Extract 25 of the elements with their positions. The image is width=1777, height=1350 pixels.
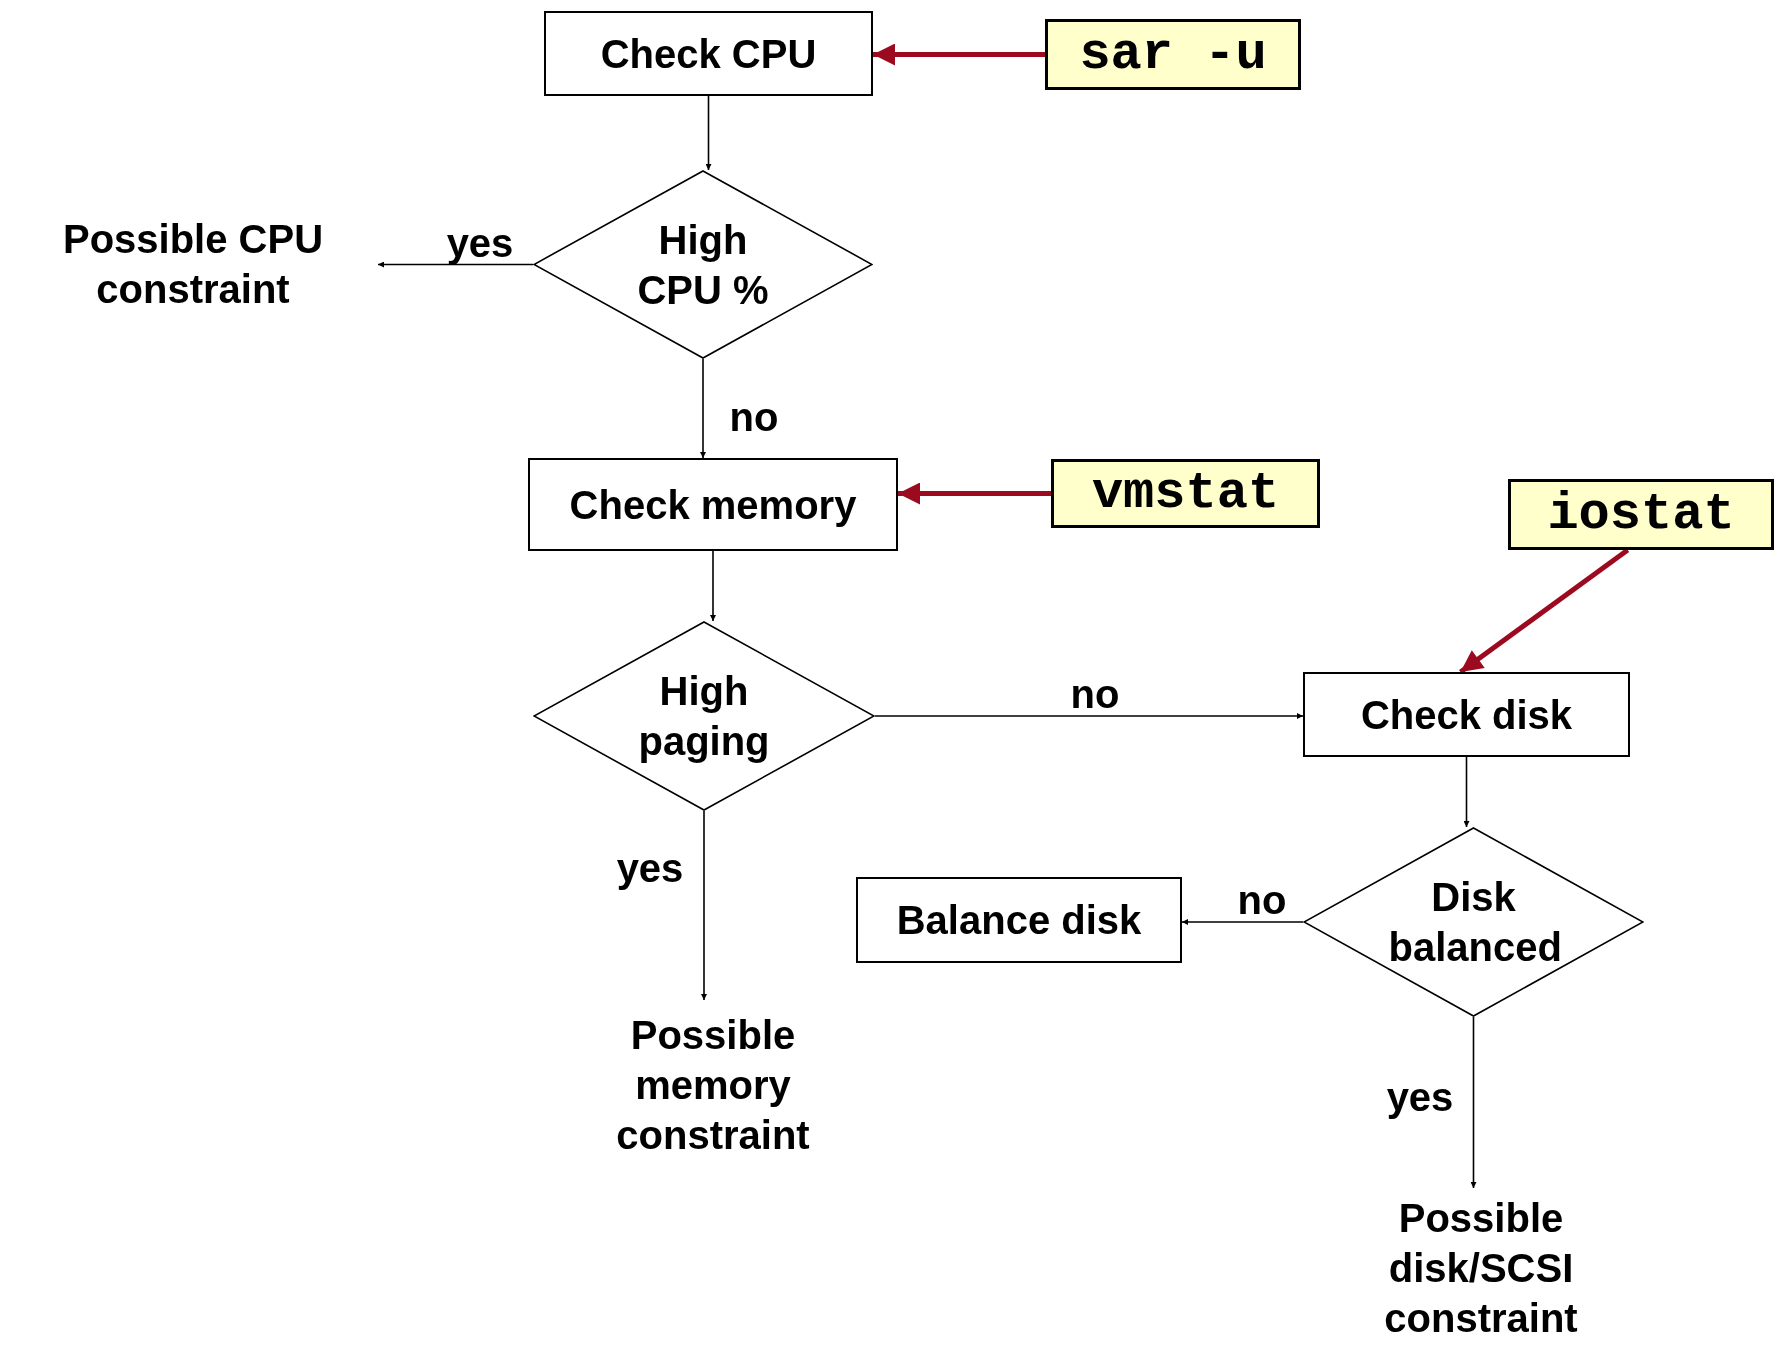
arrow	[898, 482, 1051, 505]
arrow	[710, 550, 716, 622]
decision-diamond: High CPU %	[533, 170, 873, 359]
outcome-text: Possible disk/SCSI constraint	[1350, 1188, 1612, 1348]
command-box: vmstat	[1051, 459, 1320, 528]
arrow	[701, 810, 707, 1001]
decision-diamond: High paging	[533, 621, 875, 811]
process-box: Check disk	[1303, 672, 1630, 757]
outcome-text: Possible CPU constraint	[8, 207, 378, 321]
arrow	[377, 261, 534, 268]
arrow	[1470, 1016, 1477, 1189]
arrow	[1463, 756, 1470, 828]
arrow	[1459, 548, 1630, 674]
process-box: Check memory	[528, 458, 898, 551]
arrow	[874, 713, 1304, 719]
arrow	[1181, 919, 1304, 925]
process-box: Check CPU	[544, 11, 873, 96]
arrow	[705, 95, 712, 171]
command-box: iostat	[1508, 479, 1774, 550]
process-box: Balance disk	[856, 877, 1182, 963]
command-box: sar -u	[1045, 19, 1301, 90]
arrow	[873, 43, 1045, 66]
arrow	[700, 358, 706, 459]
decision-diamond: Disk balanced	[1303, 827, 1644, 1017]
outcome-text: Possible memory constraint	[585, 1000, 841, 1170]
